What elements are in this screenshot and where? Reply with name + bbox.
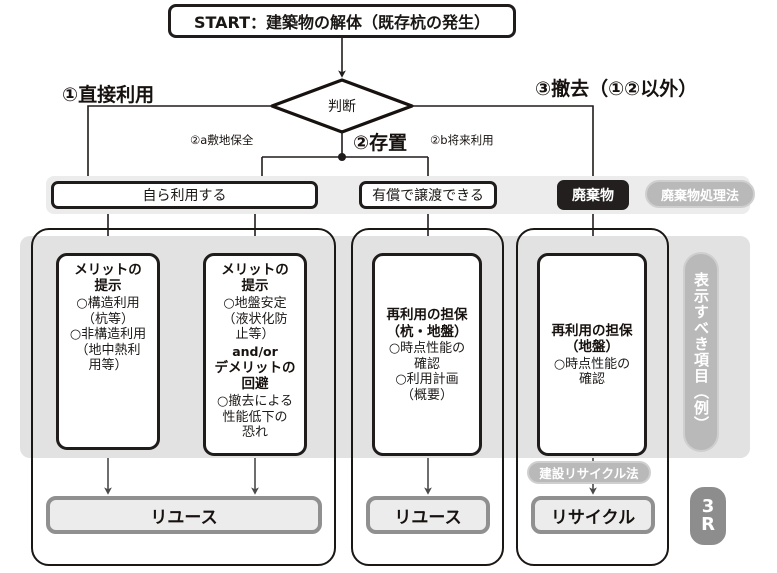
detail-title-1: メリットの 提示 [74, 262, 142, 295]
box-waste: 廃棄物 [557, 180, 629, 210]
branch-label-removal: ③撤去（①②以外） [535, 78, 698, 100]
decision-label: 判断 [328, 99, 356, 115]
detail-items-2b: ○撤去による性能低下の恐れ [217, 393, 293, 441]
branch-sublabel-future-use: ②b将来利用 [430, 133, 494, 147]
detail-title-2b: デメリットの 回避 [214, 359, 296, 393]
detail-title-2a: メリットの 提示 [221, 262, 289, 295]
box-transfer-paid: 有償で譲渡できる [359, 181, 497, 209]
box-use-self: 自ら利用する [51, 181, 318, 209]
badge-3r-line1: 3 [701, 496, 715, 517]
group-outline-direct-use [31, 228, 336, 566]
detail-box-reuse-ground: 再利用の担保 （地盤） ○時点性能の確認 [537, 253, 647, 456]
detail-box-merit-demerit: メリットの 提示 ○地盤安定（液状化防止等） and/or デメリットの 回避 … [203, 253, 307, 456]
badge-items-to-display: 表示すべき項目（例） [683, 252, 719, 452]
detail-box-merit-structural: メリットの 提示 ○構造利用（杭等）○非構造利用（地中熱利用等） [56, 253, 160, 450]
detail-items-2a: ○地盤安定（液状化防止等） [222, 295, 288, 343]
detail-title-4: 再利用の担保 （地盤） [551, 322, 633, 356]
branch-label-retain: ②存置 [353, 132, 408, 154]
detail-title-3: 再利用の担保 （杭・地盤） [386, 307, 468, 340]
badge-3r: 3 R [690, 487, 726, 545]
detail-items-3: ○時点性能の確認○利用計画（概要） [388, 341, 466, 404]
decision-diamond: 判断 [272, 80, 412, 132]
result-recycle: リサイクル [531, 496, 655, 534]
detail-items-1: ○構造利用（杭等）○非構造利用（地中熱利用等） [69, 295, 147, 374]
detail-andor-2: and/or [232, 343, 278, 359]
result-reuse-left: リユース [46, 496, 322, 534]
branch-sublabel-site-preservation: ②a敷地保全 [190, 133, 254, 147]
badge-construction-recycle-law: 建設リサイクル法 [527, 461, 651, 484]
detail-box-reuse-pile-ground: 再利用の担保 （杭・地盤） ○時点性能の確認○利用計画（概要） [372, 253, 482, 456]
result-reuse-mid: リユース [366, 496, 490, 534]
branch-label-direct-use: ①直接利用 [62, 84, 155, 106]
start-box: START：建築物の解体（既存杭の発生） [168, 4, 516, 38]
detail-items-4: ○時点性能の確認 [553, 356, 631, 388]
badge-waste-disposal-law: 廃棄物処理法 [645, 180, 755, 208]
badge-3r-line2: R [701, 514, 715, 535]
